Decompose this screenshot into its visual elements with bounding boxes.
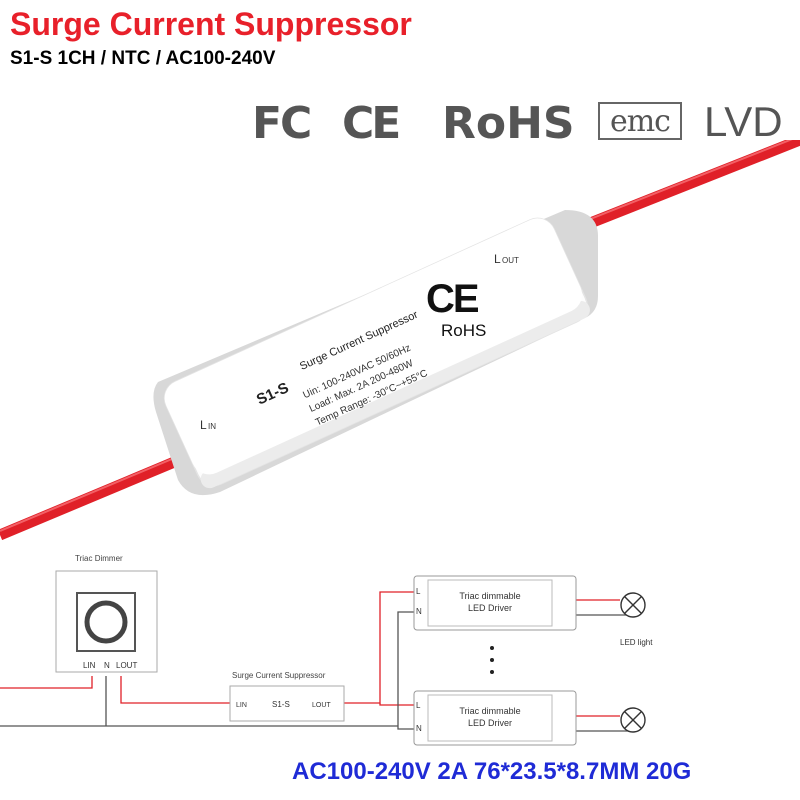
spec-line: AC100-240V 2A 76*23.5*8.7MM 20G bbox=[292, 758, 692, 785]
l-out-letter: L bbox=[494, 252, 501, 266]
dimmer-lin-label: LIN bbox=[83, 661, 96, 670]
l-out-sub: OUT bbox=[502, 256, 519, 265]
live-wires bbox=[0, 591, 620, 717]
page-subtitle: S1-S 1CH / NTC / AC100-240V bbox=[10, 48, 276, 69]
sup-model-label: S1-S bbox=[272, 700, 290, 709]
diagram-suppressor-label: Surge Current Suppressor bbox=[232, 671, 326, 680]
rohs-logo: RoHS bbox=[442, 98, 575, 149]
sup-lout-label: LOUT bbox=[312, 702, 331, 709]
dimmer-label: Triac Dimmer bbox=[75, 554, 123, 563]
ellipsis-dot bbox=[490, 646, 494, 650]
dimmer-n-label: N bbox=[104, 661, 110, 670]
led-lamp-icon bbox=[620, 707, 646, 733]
ellipsis-dot bbox=[490, 658, 494, 662]
driver-1-l: L bbox=[416, 587, 421, 596]
led-lamp-icon bbox=[620, 592, 646, 618]
driver-1-n: N bbox=[416, 607, 422, 616]
output-wire bbox=[557, 140, 800, 241]
page-title: Surge Current Suppressor bbox=[10, 6, 412, 42]
l-in-sub: IN bbox=[208, 422, 216, 431]
led-light-label: LED light bbox=[620, 638, 653, 647]
emc-logo: emc bbox=[598, 102, 682, 140]
ellipsis-dot bbox=[490, 670, 494, 674]
led-driver-1: L N Triac dimmable LED Driver bbox=[413, 575, 577, 631]
l-in-letter: L bbox=[200, 418, 207, 432]
diagram-suppressor-box bbox=[229, 685, 345, 722]
device-l-out-label: L OUT bbox=[494, 252, 519, 266]
dimmer-knob-icon bbox=[84, 600, 128, 644]
product-image: S1-S Surge Current Suppressor Uin: 100-2… bbox=[0, 140, 800, 540]
led-driver-2: L N Triac dimmable LED Driver bbox=[413, 690, 577, 746]
lvd-logo: LVD bbox=[704, 98, 783, 145]
driver-2-l: L bbox=[416, 701, 421, 710]
driver-2-line2: LED Driver bbox=[468, 718, 512, 728]
fcc-logo: FC bbox=[252, 98, 312, 149]
ce-logo: CE bbox=[342, 98, 401, 149]
driver-2-line1: Triac dimmable bbox=[459, 706, 520, 716]
device-ce-mark: CE bbox=[426, 277, 479, 321]
device-rohs: RoHS bbox=[441, 321, 486, 340]
driver-2-n: N bbox=[416, 724, 422, 733]
driver-1-line1: Triac dimmable bbox=[459, 591, 520, 601]
sup-lin-label: LIN bbox=[236, 702, 247, 709]
device-l-in-label: L IN bbox=[200, 418, 216, 432]
wiring-diagram: Triac Dimmer LIN N LOUT Surge Current Su… bbox=[0, 554, 653, 746]
driver-1-line2: LED Driver bbox=[468, 603, 512, 613]
dimmer-lout-label: LOUT bbox=[116, 661, 137, 670]
device-body bbox=[163, 217, 590, 489]
